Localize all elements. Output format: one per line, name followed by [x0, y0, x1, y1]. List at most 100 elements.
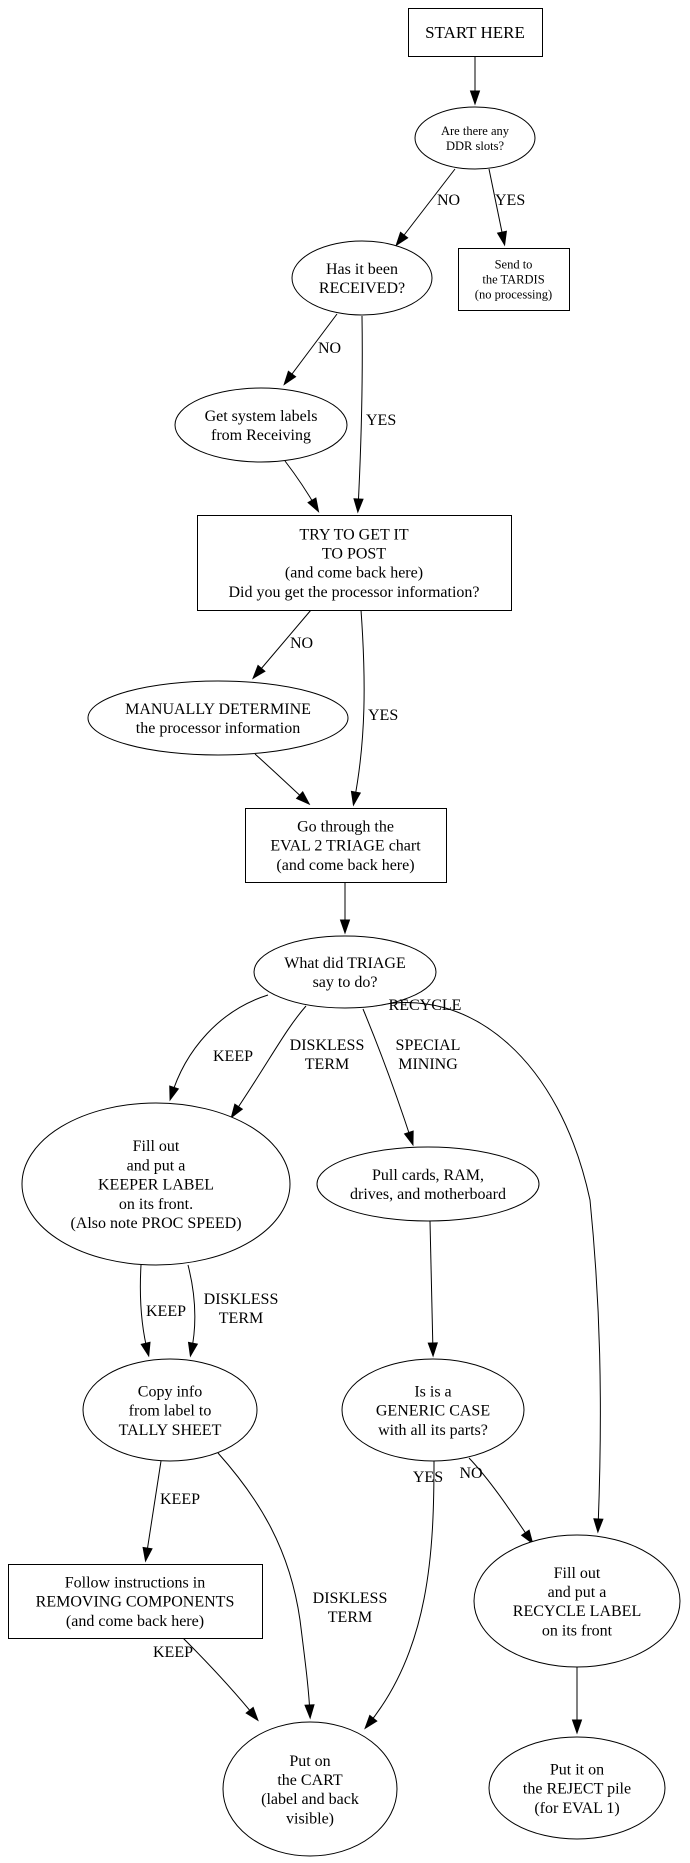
- node-start: START HERE: [408, 8, 543, 57]
- node-text: Are there any: [441, 124, 510, 138]
- node-text: and put a: [127, 1157, 186, 1174]
- arrowhead-icon: [353, 498, 364, 514]
- edge-line: [187, 1264, 196, 1354]
- edge-label: YES: [495, 192, 525, 209]
- node-text: the CART: [277, 1772, 342, 1789]
- edge-line: [353, 609, 365, 803]
- node-ellipse: [488, 1736, 666, 1840]
- node-text: Copy info: [138, 1383, 202, 1400]
- node-text: Has it been: [326, 261, 398, 278]
- node-ellipse: [222, 1721, 398, 1857]
- arrowhead-icon: [245, 1706, 259, 1722]
- arrowhead-icon: [496, 230, 507, 247]
- node-text: TALLY SHEET: [119, 1422, 222, 1439]
- edge-pull-to-generic: [427, 1220, 438, 1358]
- node-text: Fill out: [554, 1565, 601, 1582]
- edge-copy-to-cart: [217, 1452, 315, 1720]
- edge-ddr-to-tardis: [488, 168, 507, 247]
- arrowhead-icon: [140, 1341, 151, 1358]
- node-text: RECYCLE LABEL: [513, 1603, 641, 1620]
- arrowhead-icon: [395, 231, 409, 247]
- arrowhead-icon: [593, 1518, 604, 1534]
- node-text: with all its parts?: [378, 1422, 488, 1439]
- edge-generic-to-recycle: [468, 1457, 534, 1545]
- edge-line: [468, 1457, 532, 1542]
- node-text: drives, and motherboard: [350, 1186, 506, 1203]
- arrowhead-icon: [307, 497, 320, 513]
- edge-eval2-to-triage: [339, 882, 351, 935]
- node-text: Go through the: [297, 818, 394, 835]
- node-text: (label and back: [261, 1791, 359, 1808]
- node-text: (Also note PROC SPEED): [70, 1215, 241, 1232]
- edge-label: DISKLESS: [313, 1590, 388, 1607]
- edge-line: [366, 1460, 435, 1727]
- arrowhead-icon: [339, 919, 351, 935]
- edge-label: DISKLESS: [204, 1291, 279, 1308]
- arrowhead-icon: [230, 1103, 244, 1119]
- edge-label: YES: [413, 1469, 443, 1486]
- edge-post-to-eval2: [350, 609, 365, 807]
- edge-line: [254, 753, 308, 803]
- edge-label: TERM: [305, 1056, 349, 1073]
- arrowhead-icon: [469, 90, 481, 106]
- node-text: RECEIVED?: [319, 280, 405, 297]
- node-text: Did you get the processor information?: [228, 584, 479, 601]
- node-ellipse: [473, 1534, 681, 1668]
- edge-received-to-labels: [283, 313, 338, 386]
- node-ellipse: [414, 106, 536, 170]
- node-ellipse: [21, 1102, 291, 1266]
- node-text: and put a: [548, 1584, 607, 1601]
- node-text: DDR slots?: [446, 139, 504, 153]
- edge-keeper-to-copy: [187, 1264, 199, 1358]
- edge-triage-to-keeper: [169, 994, 269, 1102]
- edge-post-to-manual: [252, 609, 312, 680]
- node-ellipse: [253, 935, 437, 1009]
- node-pull: Pull cards, RAM, drives, and motherboard: [316, 1146, 540, 1222]
- node-text: EVAL 2 TRIAGE chart: [270, 838, 421, 855]
- arrowhead-icon: [427, 1342, 438, 1358]
- node-box: [408, 8, 543, 57]
- node-ellipse: [291, 240, 433, 316]
- node-text: visible): [286, 1810, 334, 1827]
- arrowhead-icon: [252, 664, 266, 680]
- edge-label: RECYCLE: [389, 997, 462, 1014]
- node-box: [245, 808, 447, 883]
- node-labels: Get system labels from Receiving: [174, 387, 348, 463]
- node-text: Pull cards, RAM,: [372, 1167, 484, 1184]
- node-text: on its front: [542, 1622, 613, 1639]
- node-text: (and come back here): [285, 565, 423, 582]
- arrowhead-icon: [169, 1085, 180, 1102]
- edge-label: KEEP: [160, 1491, 200, 1508]
- node-text: Get system labels: [205, 408, 318, 425]
- node-text: What did TRIAGE: [284, 955, 405, 972]
- edge-label: SPECIAL: [396, 1037, 461, 1054]
- arrowhead-icon: [187, 1341, 199, 1358]
- arrowhead-icon: [295, 791, 311, 806]
- node-text: (and come back here): [66, 1613, 204, 1630]
- node-text: TRY TO GET IT: [299, 526, 408, 543]
- edge-label: YES: [368, 707, 398, 724]
- edge-triage-to-recycle: [374, 1002, 604, 1534]
- edge-label: YES: [366, 412, 396, 429]
- edge-triage-to-pull: [362, 1008, 414, 1147]
- node-text: on its front.: [119, 1196, 193, 1213]
- edge-line: [217, 1452, 311, 1716]
- node-ellipse: [341, 1358, 525, 1462]
- edge-line: [232, 1005, 307, 1116]
- node-text: from Receiving: [211, 427, 311, 444]
- edge-label: NO: [437, 192, 460, 209]
- edge-copy-to-follow: [142, 1460, 162, 1563]
- node-box: [197, 515, 512, 611]
- arrowhead-icon: [304, 1704, 315, 1720]
